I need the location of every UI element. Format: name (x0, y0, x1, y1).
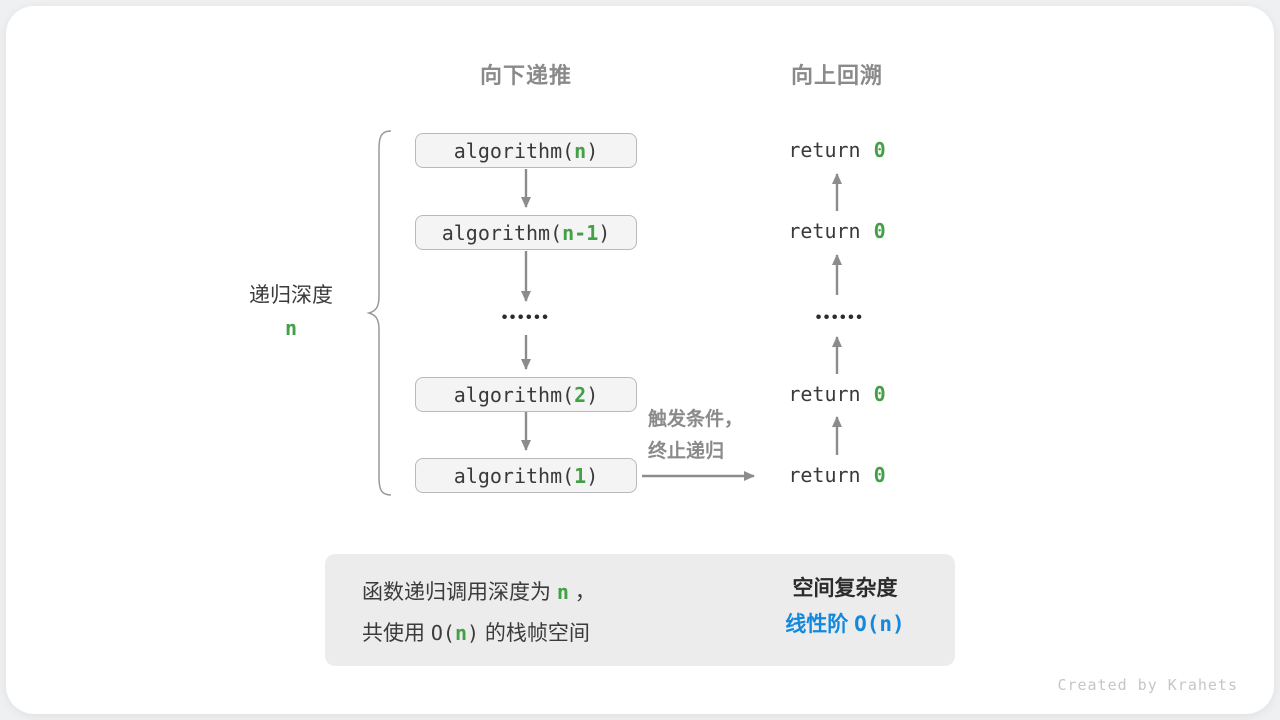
complexity-notation: O(n) (854, 612, 905, 636)
bigO-open: O( (430, 621, 455, 645)
termination-note: 触发条件， 终止递归 (648, 404, 768, 468)
summary-conclusion: 空间复杂度 线性阶 O(n) (740, 576, 950, 638)
recursion-depth-value: n (284, 316, 298, 340)
fn-close: ) (598, 220, 611, 245)
summary-line2-text: 共使用 (362, 622, 425, 645)
fn-close: ) (586, 382, 599, 407)
credit-text: Created by Krahets (1057, 676, 1238, 694)
summary-line2-tail: 的栈帧空间 (484, 622, 590, 645)
summary-line2: 共使用 O(n) 的栈帧空间 (362, 613, 682, 654)
fn-close: ) (586, 463, 599, 488)
summary-line1-n: n (556, 580, 569, 604)
space-complexity-value: 线性阶 O(n) (740, 611, 950, 638)
bigO-close: ) (466, 621, 480, 645)
return-statement: return 0 (757, 138, 917, 162)
summary-line2-bigO: O(n) (431, 621, 479, 645)
summary-line1-comma: ， (574, 581, 596, 604)
bigO-n: n (454, 621, 467, 645)
stack-frame-algorithm-2: algorithm(2) (415, 377, 637, 412)
fn-arg: n (574, 138, 587, 163)
stack-frame-algorithm-n-1: algorithm(n-1) (415, 215, 637, 250)
fn-name: algorithm( (453, 463, 575, 488)
fn-name: algorithm( (453, 138, 575, 163)
fn-arg: 2 (574, 382, 587, 407)
fn-name: algorithm( (441, 220, 563, 245)
space-complexity-title: 空间复杂度 (792, 577, 898, 600)
stack-frame-algorithm-n: algorithm(n) (415, 133, 637, 168)
header-downward-recursion: 向下递推 (479, 63, 572, 88)
ellipsis-dots: •••••• (815, 309, 865, 326)
recursion-depth-label: 递归深度 (249, 284, 333, 307)
return-keyword: return (788, 382, 861, 406)
return-keyword: return (788, 463, 861, 487)
return-value: 0 (873, 463, 886, 487)
fn-name: algorithm( (453, 382, 575, 407)
header-upward-backtrack: 向上回溯 (790, 63, 883, 88)
summary-panel (325, 554, 955, 666)
fn-arg: n-1 (562, 220, 599, 245)
return-statement: return 0 (757, 219, 917, 243)
return-statement: return 0 (757, 382, 917, 406)
return-keyword: return (788, 138, 861, 162)
stack-frame-algorithm-1: algorithm(1) (415, 458, 637, 493)
termination-note-line2: 终止递归 (648, 441, 725, 462)
return-statement: return 0 (757, 463, 917, 487)
summary-line1: 函数递归调用深度为 n ， (362, 572, 682, 613)
return-keyword: return (788, 219, 861, 243)
return-value: 0 (873, 382, 886, 406)
termination-note-line1: 触发条件， (648, 409, 744, 430)
summary-line1-text: 函数递归调用深度为 (362, 581, 551, 604)
fn-close: ) (586, 138, 599, 163)
return-value: 0 (873, 138, 886, 162)
summary-description: 函数递归调用深度为 n ， 共使用 O(n) 的栈帧空间 (362, 572, 682, 654)
fn-arg: 1 (574, 463, 587, 488)
return-value: 0 (873, 219, 886, 243)
ellipsis-dots: •••••• (501, 309, 551, 326)
complexity-order-label: 线性阶 (785, 613, 849, 636)
